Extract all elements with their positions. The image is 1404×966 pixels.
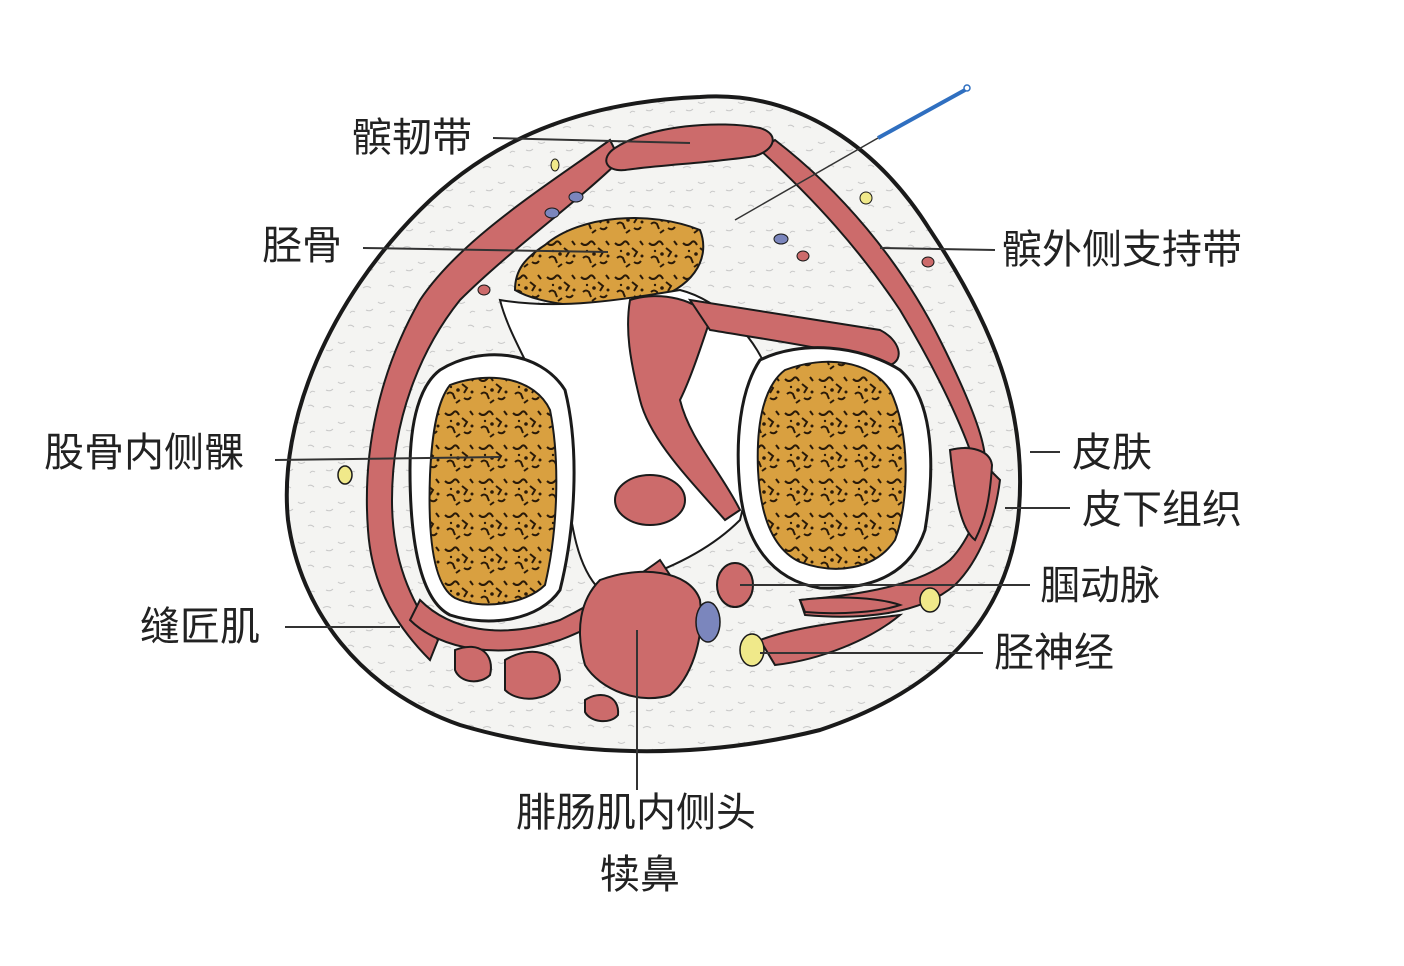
- vein-small-3: [773, 233, 789, 245]
- label-skin: 皮肤: [1072, 430, 1152, 476]
- label-patellar-ligament: 髌韧带: [352, 115, 472, 161]
- vessel-small-red-2: [921, 256, 935, 268]
- needle-tip: [963, 84, 971, 92]
- medial-muscle-arc: [365, 138, 622, 662]
- leader-medial-condyle: [274, 456, 501, 461]
- label-sartorius: 缝匠肌: [140, 604, 260, 650]
- vein-small-1: [568, 191, 584, 203]
- label-tibial-nerve: 胫神经: [994, 630, 1114, 676]
- leader-tibia: [362, 247, 609, 253]
- small-muscle-2: [504, 650, 562, 700]
- needle-shaft: [877, 88, 966, 140]
- lower-right-muscle-arc: [798, 467, 1002, 618]
- patellar-ligament-shape: [605, 123, 774, 172]
- vein-dot: [695, 601, 721, 643]
- label-gastrocnemius-medial-head: 腓肠肌内侧头: [516, 790, 756, 836]
- leader-patellar-ligament: [492, 137, 691, 144]
- vessel-small-red: [796, 250, 810, 262]
- lateral-condyle-bone: [756, 360, 907, 570]
- muscle-center-blob: [614, 474, 686, 526]
- small-muscle-3: [584, 694, 620, 723]
- leader-lateral-retinaculum: [879, 247, 996, 251]
- nerve-dot-top: [550, 158, 560, 172]
- tibial-nerve-shape: [739, 633, 765, 667]
- nerve-dot-right: [919, 587, 941, 613]
- nerve-dot-left: [337, 465, 353, 485]
- vein-small-2: [544, 207, 560, 219]
- vessel-small-red-3: [477, 284, 491, 296]
- label-tibia: 胫骨: [262, 223, 342, 269]
- small-muscle-1: [454, 645, 492, 683]
- small-muscle-4: [798, 596, 904, 615]
- gastrocnemius-medial-head-shape: [579, 570, 702, 700]
- nerve-dot-top-right: [859, 191, 873, 205]
- needle-path: [734, 137, 879, 221]
- label-calf-nose: 犊鼻: [600, 852, 680, 898]
- label-popliteal-artery: 腘动脉: [1040, 563, 1160, 609]
- label-subcutaneous-tissue: 皮下组织: [1082, 487, 1242, 533]
- label-medial-femoral-condyle: 股骨内侧髁: [44, 430, 244, 476]
- label-lateral-patellar-retinaculum: 髌外侧支持带: [1002, 227, 1242, 273]
- lateral-small-muscle: [948, 447, 994, 542]
- medial-femoral-condyle-bone: [428, 376, 558, 606]
